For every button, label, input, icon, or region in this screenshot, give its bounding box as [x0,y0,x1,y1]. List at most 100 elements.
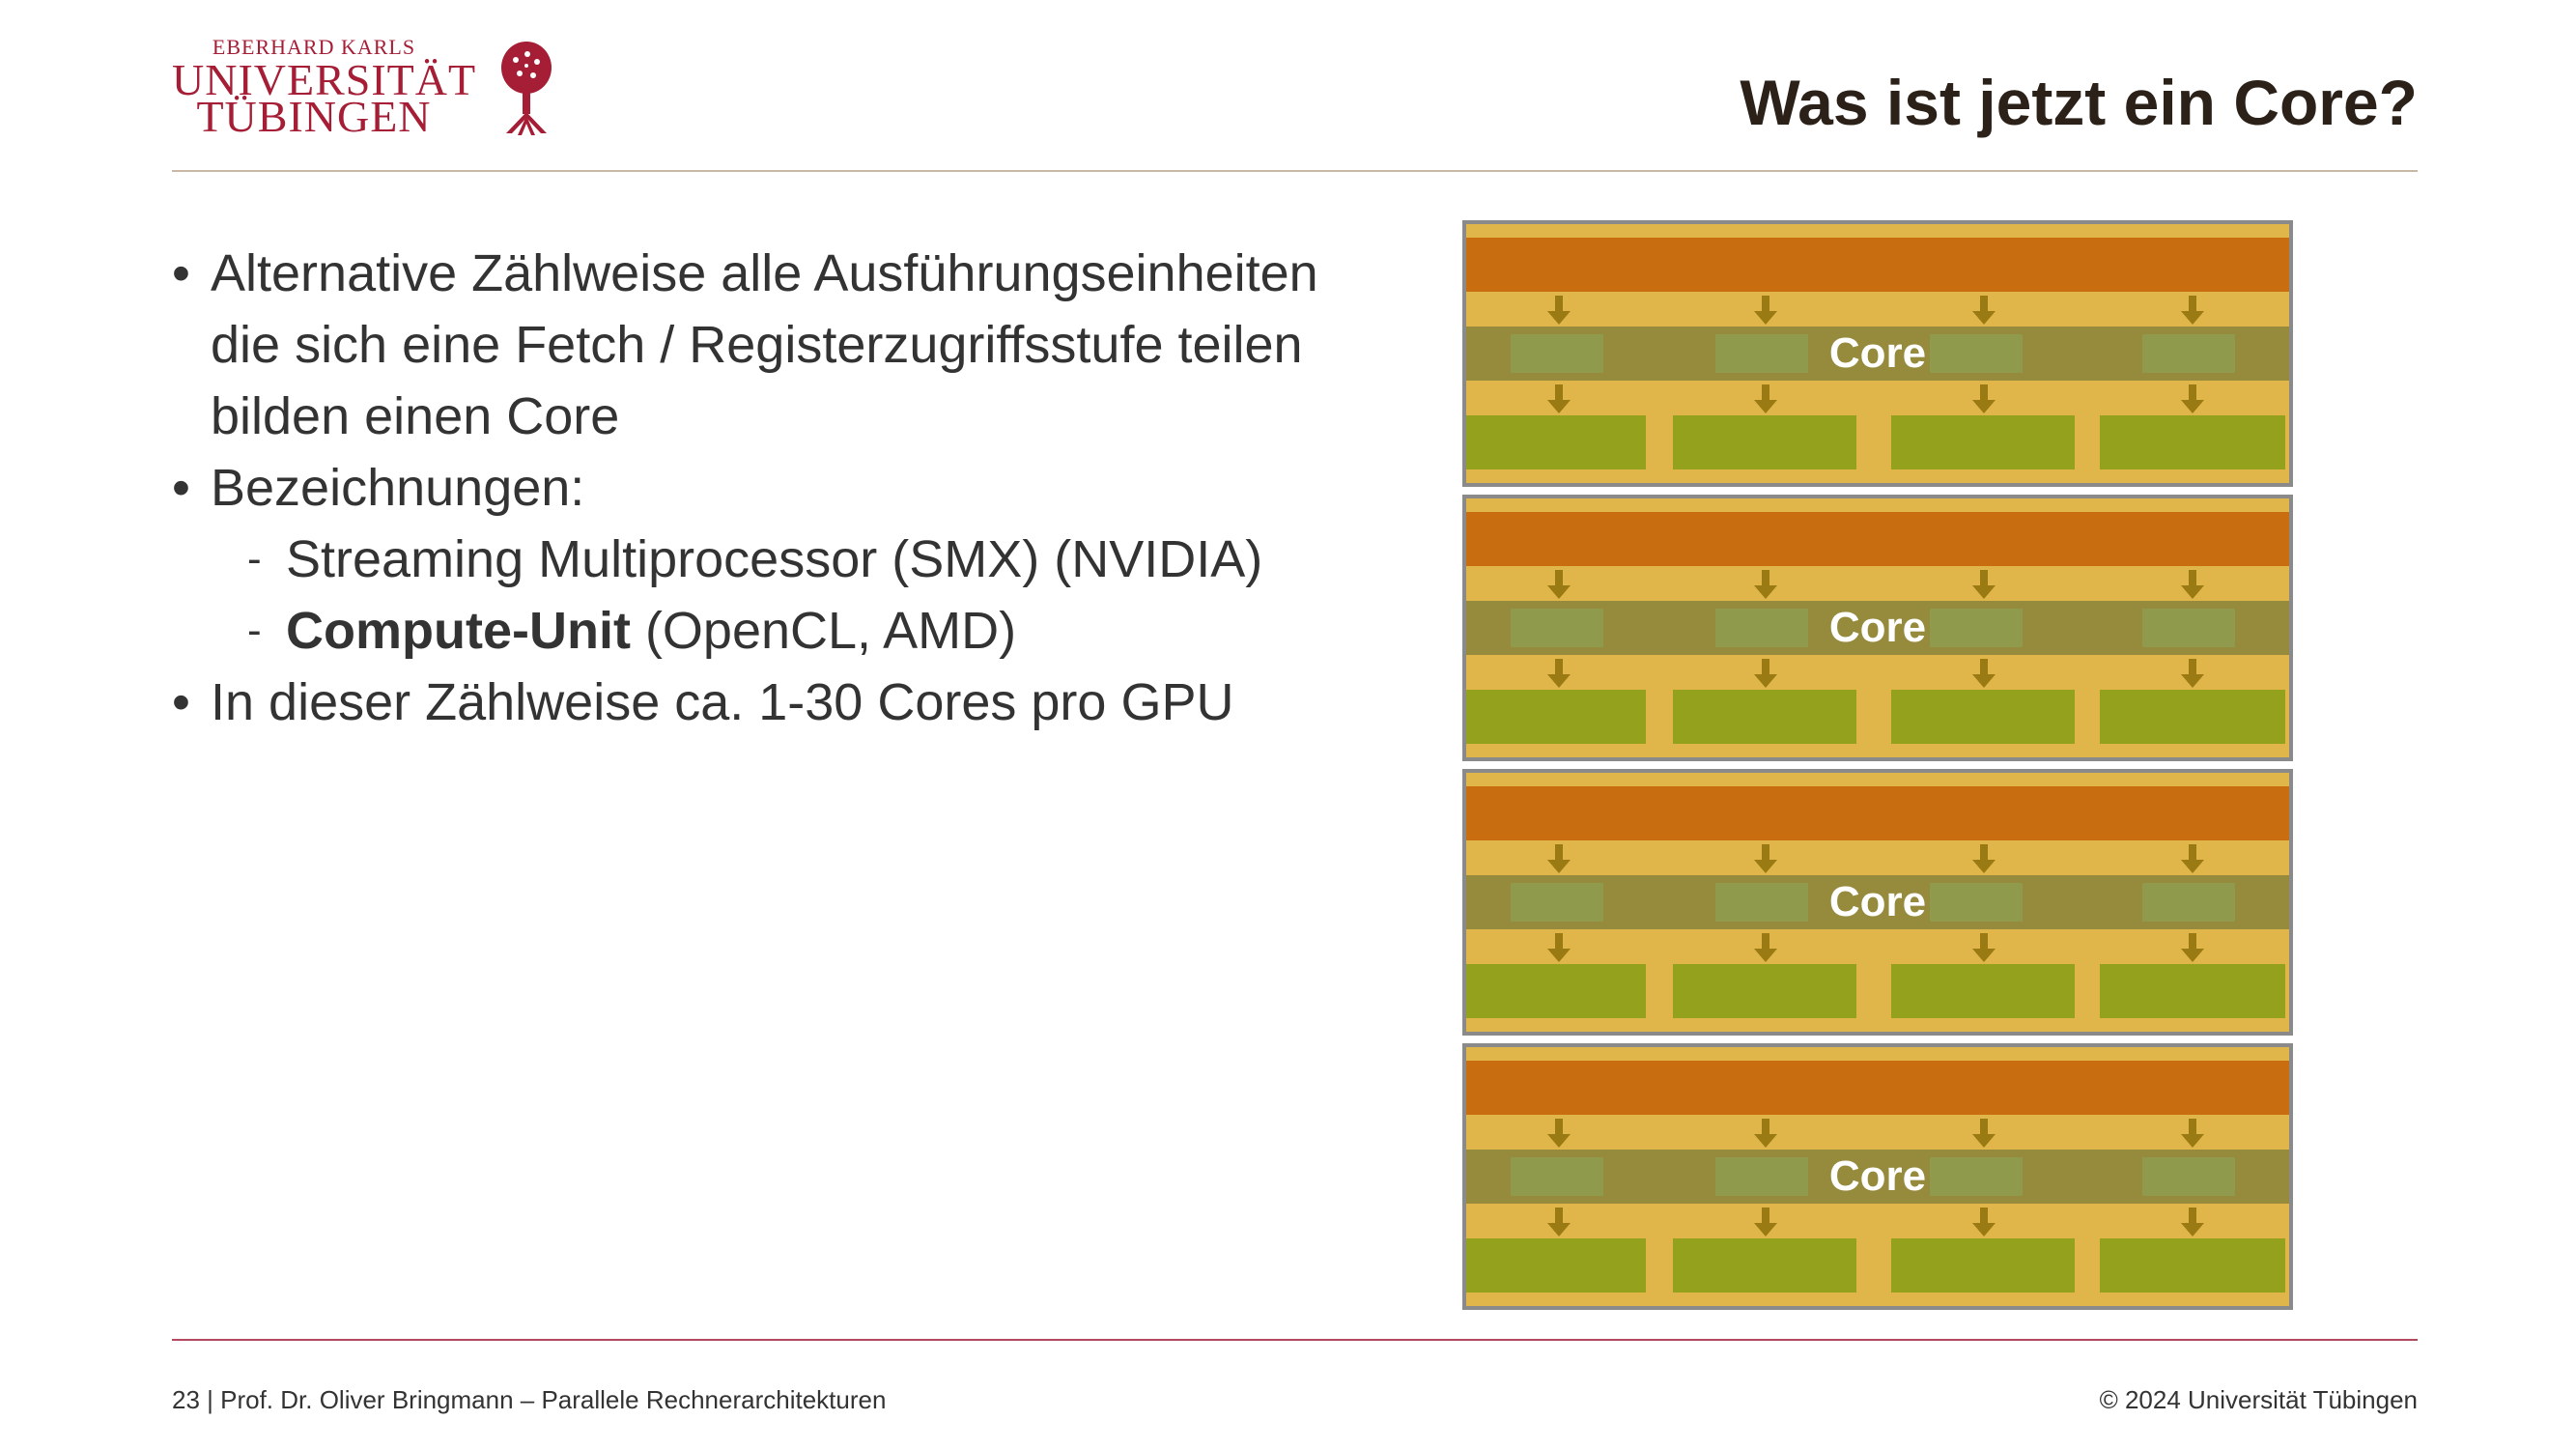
bullet-list: • Alternative Zählweise alle Ausführungs… [172,238,1428,738]
down-arrow-icon [1547,570,1571,599]
down-arrow-icon [1972,933,1996,962]
down-arrow-icon [1547,1208,1571,1236]
execution-unit [1466,1238,1646,1293]
execution-unit [2100,690,2285,744]
core-label: Core [1828,878,1927,925]
register-cell [1715,334,1808,373]
down-arrow-icon [1972,1208,1996,1236]
tree-icon [501,42,552,135]
fetch-unit [1466,512,2289,566]
execution-unit [1891,964,2075,1018]
down-arrow-icon [1547,659,1571,688]
down-arrow-icon [2181,844,2204,873]
down-arrow-icon [1754,844,1777,873]
down-arrow-icon [1754,1119,1777,1148]
fetch-unit [1466,786,2289,840]
down-arrow-icon [1754,659,1777,688]
down-arrow-icon [1547,296,1571,325]
core-block: Core [1462,220,2293,487]
down-arrow-icon [1754,1208,1777,1236]
execution-unit [1891,415,2075,469]
execution-unit [1673,1238,1856,1293]
bullet-text: Bezeichnungen: [211,459,585,517]
execution-unit [1466,415,1646,469]
header-divider [172,170,2418,172]
sub-bullet-bold-text: Compute-Unit [286,602,631,660]
logo-line-tuebingen: TÜBINGEN [196,92,432,141]
slide-title: Was ist jetzt ein Core? [1740,67,2418,138]
register-cell [2142,609,2235,647]
register-cell [1930,1157,2023,1196]
bullet-item: • Alternative Zählweise alle Ausführungs… [172,238,1428,452]
execution-unit [2100,1238,2285,1293]
footer-copyright: © 2024 Universität Tübingen [2099,1385,2418,1414]
down-arrow-icon [1547,384,1571,413]
execution-unit [1673,415,1856,469]
core-block: Core [1462,769,2293,1036]
register-cell [1511,883,1603,922]
register-cell [1511,334,1603,373]
execution-unit [2100,415,2285,469]
down-arrow-icon [1972,384,1996,413]
down-arrow-icon [2181,1119,2204,1148]
fetch-unit [1466,238,2289,292]
down-arrow-icon [1547,1119,1571,1148]
register-cell [2142,334,2235,373]
down-arrow-icon [1972,296,1996,325]
down-arrow-icon [1972,1119,1996,1148]
down-arrow-icon [2181,296,2204,325]
register-cell [1715,883,1808,922]
bullet-item: • In dieser Zählweise ca. 1-30 Cores pro… [172,667,1428,738]
footer-slide-info: 23 | Prof. Dr. Oliver Bringmann – Parall… [172,1385,887,1414]
bullet-dot: • [172,673,190,731]
core-label: Core [1828,604,1927,651]
bullet-text: In dieser Zählweise ca. 1-30 Cores pro G… [211,673,1234,731]
down-arrow-icon [1547,844,1571,873]
register-cell [1930,334,2023,373]
execution-unit [1673,964,1856,1018]
down-arrow-icon [2181,384,2204,413]
register-cell [1715,1157,1808,1196]
sub-bullet-dash: - [247,607,262,654]
execution-unit [1673,690,1856,744]
bullet-text: bilden einen Core [211,387,620,445]
register-cell [1930,609,2023,647]
execution-unit [1466,690,1646,744]
down-arrow-icon [1754,296,1777,325]
bullet-item: • Bezeichnungen: [172,452,1428,524]
core-label: Core [1828,1152,1927,1200]
bullet-dot: • [172,459,190,517]
execution-unit [1466,964,1646,1018]
execution-unit [1891,690,2075,744]
bullet-text: die sich eine Fetch / Registerzugriffsst… [211,316,1303,374]
bullet-text: Alternative Zählweise alle Ausführungsei… [211,244,1318,302]
university-logo: EBERHARD KARLS UNIVERSITÄT TÜBINGEN [172,35,568,141]
register-cell [2142,1157,2235,1196]
core-block: Core [1462,1043,2293,1310]
sub-bullet-text: (OpenCL, AMD) [630,602,1017,660]
down-arrow-icon [2181,570,2204,599]
execution-unit [1891,1238,2075,1293]
core-block: Core [1462,495,2293,761]
execution-unit [2100,964,2285,1018]
down-arrow-icon [2181,933,2204,962]
sub-bullet-text: Streaming Multiprocessor (SMX) (NVIDIA) [286,530,1263,588]
core-label: Core [1828,329,1927,377]
logo-subtitle: EBERHARD KARLS [212,35,416,59]
sub-bullet-dash: - [247,535,262,582]
bullet-dot: • [172,244,190,302]
footer-divider [172,1339,2418,1341]
logo-line-universitaet: UNIVERSITÄT [172,55,477,104]
sub-bullet-item: - Streaming Multiprocessor (SMX) (NVIDIA… [172,524,1428,595]
down-arrow-icon [1754,933,1777,962]
down-arrow-icon [1754,384,1777,413]
register-cell [1511,609,1603,647]
down-arrow-icon [2181,659,2204,688]
sub-bullet-item: - Compute-Unit (OpenCL, AMD) [172,595,1428,667]
register-cell [1511,1157,1603,1196]
down-arrow-icon [1972,659,1996,688]
fetch-unit [1466,1061,2289,1115]
register-cell [1715,609,1808,647]
down-arrow-icon [1547,933,1571,962]
